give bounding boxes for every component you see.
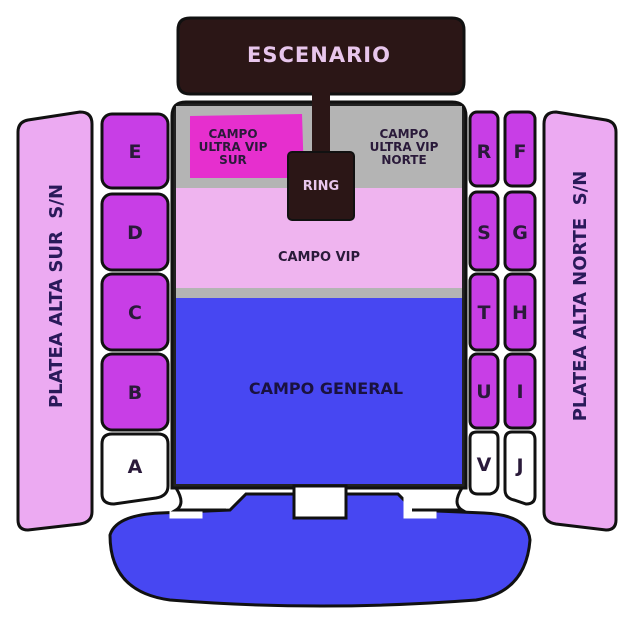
ultra-vip-sur-line1: CAMPO [208, 127, 257, 141]
right-outer-sections [503, 110, 537, 506]
ultra-vip-norte-line2: ULTRA VIP [370, 140, 439, 154]
lower-notch-center [292, 484, 348, 520]
section-e[interactable] [100, 112, 170, 190]
section-j-label: J [514, 455, 523, 477]
section-u[interactable] [468, 352, 500, 430]
ultra-vip-norte-line3: NORTE [381, 153, 426, 167]
section-s[interactable] [468, 190, 500, 272]
campo-vip-label: CAMPO VIP [278, 250, 360, 265]
runway [312, 88, 330, 156]
platea-alta-sur[interactable] [16, 110, 94, 532]
ring[interactable] [287, 151, 355, 221]
section-t-label: T [478, 302, 491, 324]
section-i-label: I [516, 381, 523, 403]
section-a[interactable] [100, 432, 170, 506]
section-s-label: S [477, 222, 491, 244]
ultra-vip-norte-line1: CAMPO [379, 127, 428, 141]
section-r-label: R [477, 141, 492, 163]
ultra-vip-sur-line2: ULTRA VIP [199, 140, 268, 154]
section-r[interactable] [468, 110, 500, 188]
section-t[interactable] [468, 272, 500, 352]
section-v-label: V [477, 454, 492, 476]
campo-general-label: CAMPO GENERAL [249, 379, 403, 398]
stage[interactable] [176, 16, 466, 96]
section-j[interactable] [503, 430, 537, 506]
section-u-label: U [476, 381, 491, 403]
lower-notch-left-border [170, 487, 226, 512]
ultra-vip-sur-label: CAMPO ULTRA VIP SUR [199, 127, 268, 167]
ring-label: RING [303, 179, 339, 194]
right-inner-sections [468, 110, 500, 496]
section-v[interactable] [468, 430, 500, 496]
section-c-label: C [128, 302, 142, 324]
lower-notch-right [403, 493, 437, 519]
section-b[interactable] [100, 352, 170, 432]
section-f[interactable] [503, 110, 537, 188]
section-i[interactable] [503, 352, 537, 430]
campo-divider [176, 288, 462, 298]
lower-notch-left [169, 493, 203, 519]
campo-general[interactable] [176, 298, 462, 484]
section-letters: E D C B A R S T U V F G H I J [127, 141, 528, 478]
platea-alta-sur-label: PLATEA ALTA SUR S/N [46, 184, 67, 408]
section-h[interactable] [503, 272, 537, 352]
section-b-label: B [128, 382, 142, 404]
section-a-label: A [128, 456, 143, 478]
platea-alta-norte[interactable] [542, 110, 618, 532]
left-sections [100, 112, 170, 506]
stage-label: ESCENARIO [247, 43, 391, 67]
ultra-vip-norte-label: CAMPO ULTRA VIP NORTE [370, 127, 439, 167]
campo-ultra-vip-sur[interactable] [190, 114, 304, 178]
section-c[interactable] [100, 272, 170, 352]
section-d[interactable] [100, 192, 170, 272]
lower-notch-right-border [412, 487, 468, 512]
section-h-label: H [512, 302, 528, 324]
platea-alta-norte-label: PLATEA ALTA NORTE S/N [570, 171, 591, 422]
section-g-label: G [512, 222, 528, 244]
campo-general-lower[interactable] [108, 492, 532, 608]
section-f-label: F [514, 141, 527, 163]
section-e-label: E [129, 141, 142, 163]
section-g[interactable] [503, 190, 537, 272]
ultra-vip-sur-line3: SUR [219, 153, 247, 167]
section-d-label: D [127, 222, 143, 244]
